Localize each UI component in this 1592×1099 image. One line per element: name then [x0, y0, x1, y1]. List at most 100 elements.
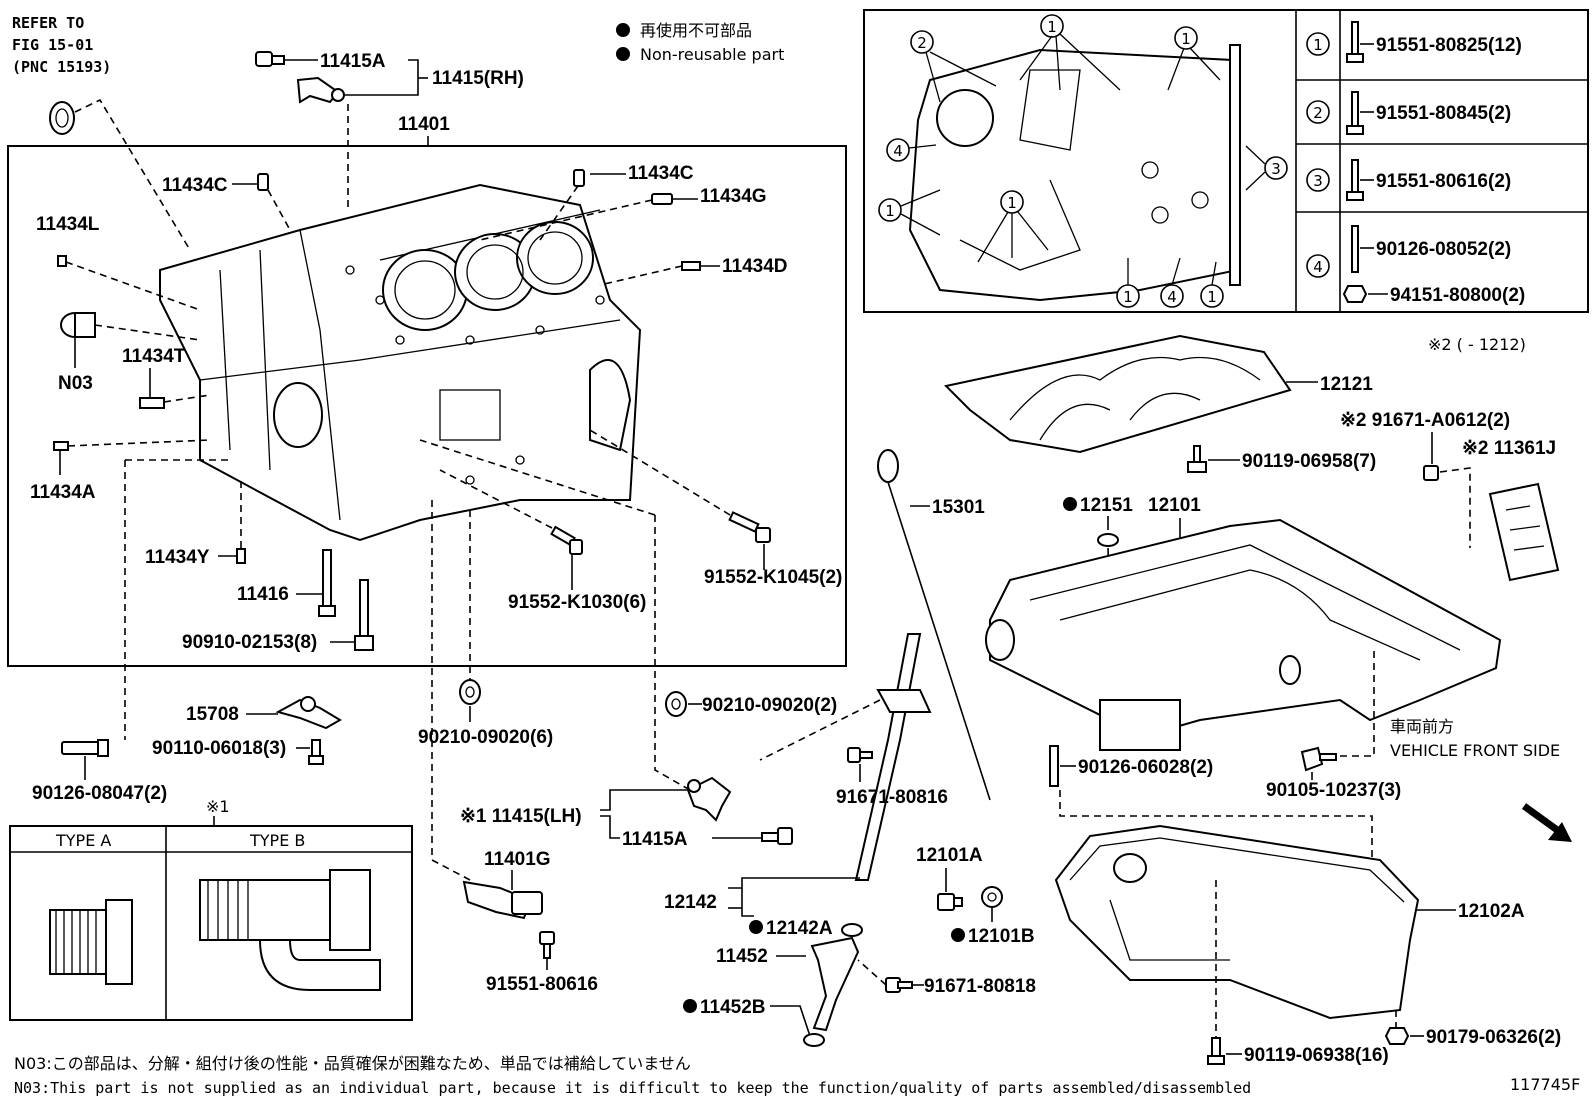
bolt-table-row-3: 3 91551-80616(2): [1306, 159, 1511, 201]
bolt-table-row-2: 2 91551-80845(2): [1306, 91, 1511, 135]
label-12101B: 12101B: [968, 926, 1035, 947]
dipstick-guide-12142: [854, 633, 932, 881]
label-12142A: 12142A: [766, 918, 833, 939]
type-a-plug: [49, 899, 133, 985]
leader-line: [1171, 257, 1181, 286]
bolt-91551-80616: [539, 931, 555, 959]
circle-callout-1: 1: [1000, 190, 1024, 214]
refer-note: REFER TO FIG 15-01 (PNC 15193): [12, 14, 111, 76]
guide-11452: [810, 936, 860, 1032]
svg-text:2: 2: [917, 34, 927, 52]
leader-line: [1245, 145, 1266, 191]
note-jp: N03:この部品は、分解・組付け後の性能・品質確保が困難なため、単品では補給して…: [14, 1054, 691, 1073]
o-ring-11452B: [803, 1033, 825, 1047]
leader-line: [74, 98, 191, 251]
label-11434G: 11434G: [700, 186, 767, 207]
label-12142: 12142: [664, 892, 717, 913]
dipstick-15301: [877, 449, 991, 801]
leader-line: [267, 189, 291, 231]
range-note: ※2 ( - 1212): [1428, 335, 1526, 354]
oil-seal-ring-inner: [55, 108, 69, 128]
front-arrow-icon: [1521, 803, 1572, 842]
oil-pan-lower-12102A: [1054, 824, 1420, 1020]
circle-callout-1: 1: [1174, 26, 1198, 50]
pin-11434Y: [236, 548, 246, 564]
non-reusable-dot-icon: [616, 23, 630, 37]
cover-11361J: [1488, 482, 1560, 582]
type-b-sensor: [199, 869, 381, 991]
leader-line: [759, 699, 881, 761]
o-ring-12142A: [841, 923, 863, 937]
svg-text:4: 4: [1313, 258, 1323, 276]
bolt-table-row-4: 4 90126-08052(2) 94151-80800(2): [1306, 225, 1525, 306]
label-11361J: ※2 11361J: [1462, 438, 1556, 459]
svg-text:3: 3: [1313, 172, 1323, 190]
pin-11434A: [53, 441, 69, 451]
label-11452: 11452: [716, 946, 768, 967]
label-91671-A0612: ※2 91671-A0612(2): [1340, 410, 1510, 431]
leader-line: [857, 959, 887, 986]
label-11415A-top: 11415A: [320, 51, 386, 72]
label-11434L: 11434L: [36, 214, 100, 235]
leader-line: [908, 144, 937, 149]
bolt-table-pn: 91551-80825(12): [1376, 35, 1522, 56]
leader-line: [419, 439, 656, 516]
leader-line: [1019, 33, 1121, 91]
label-11401G: 11401G: [484, 849, 551, 870]
bolt-90910-02153: [354, 579, 374, 651]
o-ring-12151: [1097, 533, 1119, 547]
label-12101A: 12101A: [916, 845, 983, 866]
label-91671-80816: 91671-80816: [836, 787, 948, 808]
oil-seal-ring: [49, 101, 75, 135]
svg-text:4: 4: [1167, 288, 1177, 306]
legend-en: Non-reusable part: [640, 45, 784, 64]
label-91552-K1045: 91552-K1045(2): [704, 567, 842, 588]
leader-line: [439, 469, 553, 529]
leader-line: [1439, 467, 1471, 548]
bolt-table-pn: 91551-80616(2): [1376, 171, 1511, 192]
label-11401: 11401: [398, 114, 450, 135]
svg-text:1: 1: [1207, 288, 1217, 306]
pin-11434C-r: [573, 169, 585, 187]
svg-text:1: 1: [1007, 194, 1017, 212]
bolt-11415A-bottom: [761, 827, 793, 845]
pin-11434D: [681, 261, 701, 271]
label-91552-K1030: 91552-K1030(6): [508, 592, 646, 613]
leader-line: [599, 265, 683, 286]
circle-callout-3: 3: [1264, 156, 1288, 180]
leader-line: [600, 815, 620, 839]
plug-90179-06326: [1384, 1027, 1410, 1045]
stud-11416: [318, 549, 336, 617]
label-11434Y: 11434Y: [145, 547, 210, 568]
leader-line: [1211, 261, 1217, 286]
sensor-11415-rh: [296, 76, 345, 104]
label-11434C-right: 11434C: [628, 163, 694, 184]
sensor-11415A: [255, 51, 285, 67]
label-90210-09020-2: 90210-09020(2): [702, 695, 837, 716]
label-90910-02153: 90910-02153(8): [182, 632, 317, 653]
label-11434A: 11434A: [30, 482, 96, 503]
stud-90126-08047: [61, 739, 109, 757]
leader-line: [925, 51, 997, 103]
pin-11434L: [57, 255, 67, 267]
svg-text:1: 1: [1181, 30, 1191, 48]
label-12102A: 12102A: [1458, 901, 1525, 922]
label-90105-10237: 90105-10237(3): [1266, 780, 1401, 801]
leader-line: [741, 888, 754, 917]
label-15301: 15301: [932, 497, 985, 518]
label-11416: 11416: [237, 584, 289, 605]
front-en: VEHICLE FRONT SIDE: [1390, 741, 1560, 760]
leader-line: [163, 394, 211, 403]
label-90210-09020-6: 90210-09020(6): [418, 727, 553, 748]
label-90126-08047: 90126-08047(2): [32, 783, 167, 804]
type-a-label: TYPE A: [55, 831, 111, 850]
bolt-table-pn-2: 94151-80800(2): [1390, 285, 1525, 306]
leader-line: [1059, 790, 1373, 870]
sensor-11401G: [462, 880, 543, 920]
leader-line: [1167, 47, 1221, 91]
oil-pan-upper-12101: [985, 518, 1502, 751]
label-12101: 12101: [1148, 495, 1201, 516]
bolt-91671-A0612: [1423, 465, 1439, 481]
washer-90210-09020-6: [459, 679, 481, 705]
